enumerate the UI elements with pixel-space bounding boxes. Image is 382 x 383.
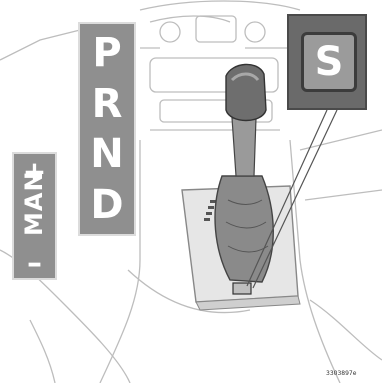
gear-position-indicator: P R N D (78, 22, 136, 236)
gear-p-label: P (92, 33, 121, 73)
gear-d-label: D (90, 185, 123, 225)
shift-down-symbol: – (12, 250, 57, 278)
gear-r-label: R (92, 84, 123, 124)
sport-mode-label: S (315, 42, 344, 82)
gear-n-label: N (90, 134, 123, 174)
sport-button-callout: S (287, 14, 367, 110)
manual-mode-label: MAN (21, 170, 47, 236)
sport-mode-button[interactable]: S (301, 32, 357, 92)
image-reference-code: 3303897e (326, 370, 356, 377)
manual-mode-indicator: + MAN – (12, 152, 57, 280)
